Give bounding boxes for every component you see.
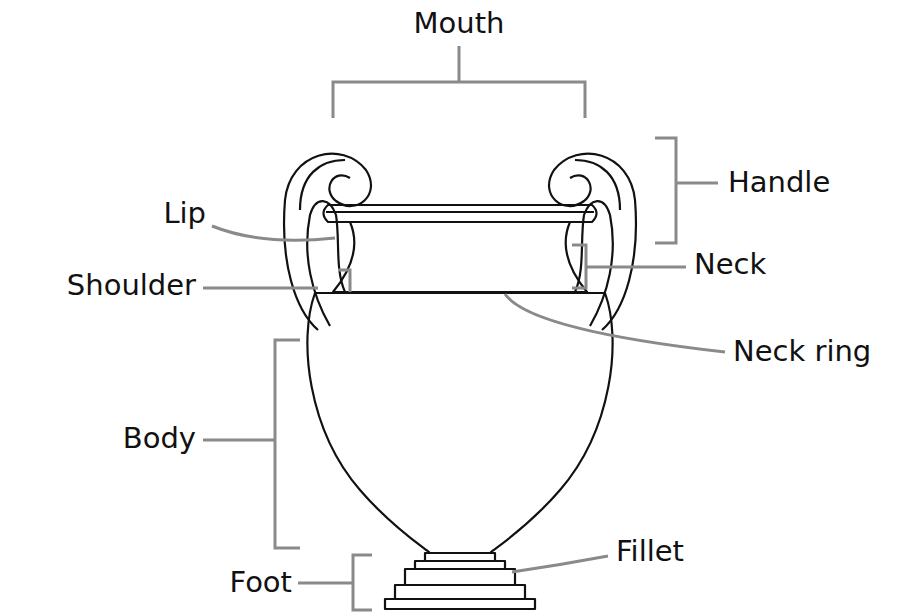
part-label: Body <box>123 423 196 453</box>
fillet-leader <box>512 556 608 572</box>
part-label: Shoulder <box>67 270 196 300</box>
vase-outline <box>284 154 636 609</box>
part-label: Foot <box>229 567 292 597</box>
handle-bracket <box>655 138 718 243</box>
shoulder-leader <box>203 270 350 292</box>
neck-bracket <box>572 245 686 288</box>
foot-bracket <box>298 555 372 610</box>
part-label: Neck <box>694 249 766 279</box>
part-label: Lip <box>163 198 206 228</box>
lip-leader <box>212 226 335 240</box>
handle <box>284 154 371 330</box>
mouth-bracket <box>333 46 585 118</box>
part-label: Fillet <box>616 536 684 566</box>
part-label: Neck ring <box>733 336 871 366</box>
neck-ring-leader <box>505 294 725 352</box>
body-bracket <box>203 340 300 548</box>
part-label: Mouth <box>414 8 505 38</box>
part-label: Handle <box>728 167 830 197</box>
handle <box>549 154 636 330</box>
leader-lines <box>203 46 725 610</box>
